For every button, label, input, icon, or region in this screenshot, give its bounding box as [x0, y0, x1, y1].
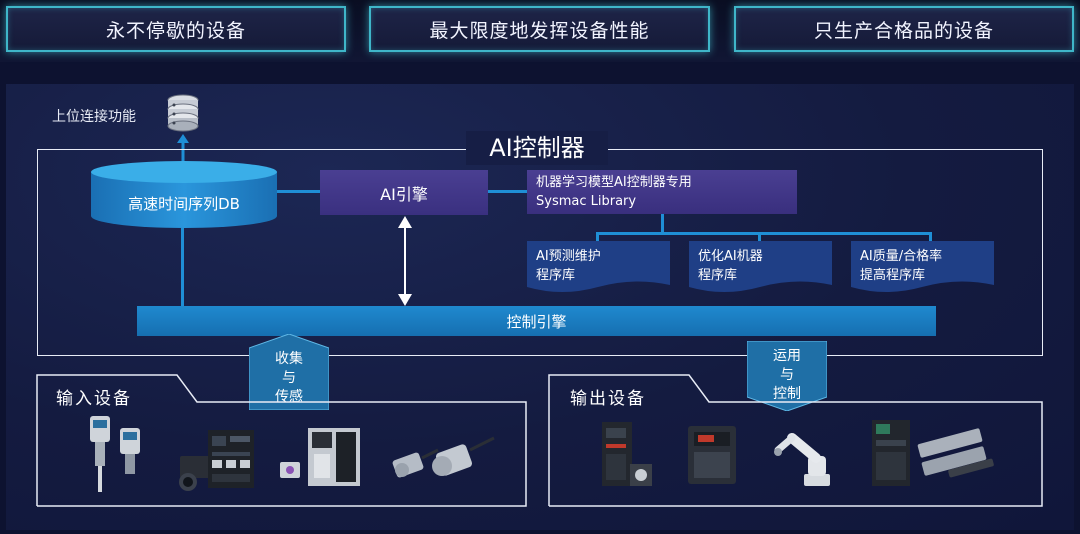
proximity-sensor-icon	[392, 436, 495, 478]
output-arrow	[747, 341, 827, 411]
upper-link-label: 上位连接功能	[52, 109, 136, 125]
library-machine-optimization: 优化AI机器 程序库	[689, 241, 832, 295]
output-arrow-label-line3: 控制	[773, 386, 801, 402]
library-1-line2: 程序库	[536, 268, 576, 283]
output-arrow-label-line1: 运用	[773, 348, 801, 364]
input-arrow-label: 收集 与 传感	[249, 350, 329, 407]
engine-to-library-line	[488, 190, 527, 193]
output-devices-frame	[548, 374, 1043, 507]
ai-engine-label: AI引擎	[380, 184, 428, 204]
ai-engine-block: AI引擎	[320, 170, 488, 215]
sysmac-library-line1: 机器学习模型AI控制器专用	[536, 175, 692, 190]
sysmac-library-line2: Sysmac Library	[536, 194, 637, 209]
headline-box-2: 最大限度地发挥设备性能	[369, 6, 710, 52]
headline-text-2: 最大限度地发挥设备性能	[429, 19, 650, 42]
camera-icon	[179, 456, 210, 491]
library-branch-1	[596, 232, 599, 242]
headline-box-1: 永不停歇的设备	[6, 6, 346, 52]
database-icon	[167, 94, 199, 132]
pressure-sensor-icon	[90, 416, 140, 492]
headline-text-3: 只生产合格品的设备	[813, 19, 994, 42]
output-devices-title: 输出设备	[570, 389, 646, 409]
database-label: 高速时间序列DB	[128, 195, 240, 213]
input-arrow-label-line1: 收集	[275, 351, 303, 367]
db-to-engine-line	[276, 190, 320, 193]
output-arrow-label-line2: 与	[780, 367, 794, 383]
input-devices-frame	[36, 374, 527, 507]
library-branch-3	[929, 232, 932, 242]
library-2-line1: 优化AI机器	[698, 249, 763, 264]
sysmac-library-block: 机器学习模型AI控制器专用 Sysmac Library	[527, 170, 797, 214]
library-branch-2	[758, 232, 761, 242]
library-branch-bar	[596, 232, 932, 235]
input-arrow	[249, 334, 329, 410]
control-engine-label: 控制引擎	[506, 312, 567, 331]
output-arrow-label: 运用 与 控制	[747, 347, 827, 404]
library-1-line1: AI预测维护	[536, 249, 601, 264]
servo-drive-icon	[602, 422, 652, 486]
library-quality-yield: AI质量/合格率 提高程序库	[851, 241, 994, 295]
control-engine-block: 控制引擎	[137, 306, 936, 336]
headline-text-1: 永不停歇的设备	[105, 19, 246, 42]
library-3-line2: 提高程序库	[860, 268, 926, 283]
library-2-line2: 程序库	[698, 268, 738, 283]
library-branch-trunk	[661, 214, 664, 234]
library-3-line1: AI质量/合格率	[860, 249, 943, 264]
vision-controller-icon	[208, 430, 254, 488]
headline-box-3: 只生产合格品的设备	[734, 6, 1074, 52]
input-arrow-label-line2: 与	[282, 370, 296, 386]
library-predictive-maintenance: AI预测维护 程序库	[527, 241, 670, 295]
controller-unit-icon	[280, 428, 360, 486]
input-devices-title: 输入设备	[56, 389, 132, 409]
database-cylinder	[91, 161, 277, 228]
motion-controller-icon	[872, 420, 994, 486]
robot-arm-icon	[774, 433, 830, 486]
db-to-control-line	[181, 228, 184, 308]
input-arrow-label-line3: 传感	[275, 389, 303, 405]
controller-title: AI控制器	[466, 131, 608, 165]
bidirectional-arrow	[398, 216, 412, 306]
upload-arrow	[177, 134, 189, 162]
inverter-icon	[688, 426, 736, 484]
